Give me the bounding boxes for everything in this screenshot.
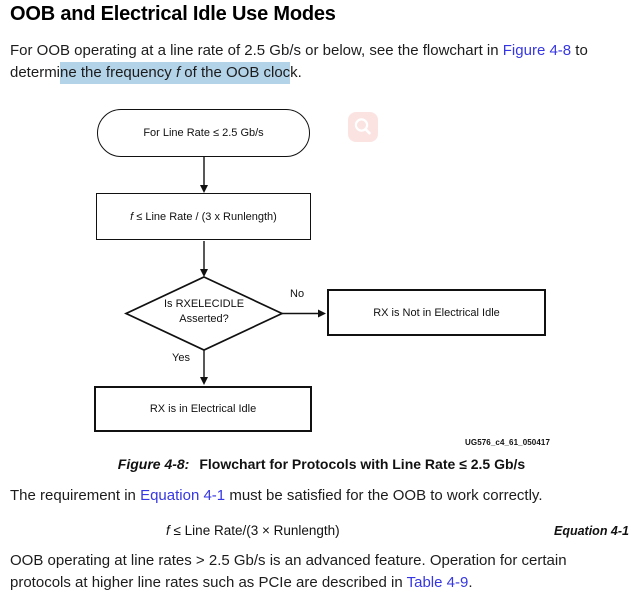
decision-node-label: Is RXELECIDLE Asserted? — [163, 298, 245, 325]
figure-4-8-link[interactable]: Figure 4-8 — [502, 42, 572, 59]
equation-number: Equation 4-1 — [553, 524, 629, 538]
start-node-label: For Line Rate ≤ 2.5 Gb/s — [143, 127, 264, 139]
flowchart-process-node: f ≤ Line Rate / (3 x Runlength) — [96, 193, 311, 240]
intro-text: determi — [10, 64, 61, 81]
page-title: OOB and Electrical Idle Use Modes — [10, 3, 336, 25]
intro-text: For OOB operating at a line rate of 2.5 … — [10, 42, 503, 59]
process-node-label: f ≤ Line Rate / (3 x Runlength) — [130, 210, 277, 223]
figure-caption-number: Figure 4-8: — [117, 456, 190, 472]
no-branch-label: No — [290, 288, 305, 300]
outro-line-2: protocols at higher line rates such as P… — [10, 574, 473, 591]
intro-line-1: For OOB operating at a line rate of 2.5 … — [10, 40, 635, 62]
italic-f: f — [166, 523, 170, 538]
equation-4-1-link[interactable]: Equation 4-1 — [140, 487, 226, 504]
yes-result-label: RX is in Electrical Idle — [149, 403, 257, 415]
flowchart-start-node: For Line Rate ≤ 2.5 Gb/s — [97, 109, 310, 157]
flowchart-yes-result-node: RX is in Electrical Idle — [94, 386, 312, 432]
search-icon — [354, 118, 371, 135]
arrow-right-icon — [318, 309, 326, 318]
requirement-paragraph: The requirement in Equation 4-1 must be … — [10, 487, 543, 504]
flowchart-no-result-node: RX is Not in Electrical Idle — [327, 289, 546, 336]
outro-line-1: OOB operating at line rates > 2.5 Gb/s i… — [10, 552, 567, 569]
intro-text: k. — [290, 64, 302, 81]
arrow-down-icon — [200, 269, 208, 277]
figure-caption-title: Flowchart for Protocols with Line Rate ≤… — [199, 456, 526, 472]
figure-caption: Figure 4-8: Flowchart for Protocols with … — [0, 456, 643, 472]
yes-branch-label: Yes — [172, 352, 190, 364]
equation: f ≤ Line Rate/(3 × Runlength) — [166, 523, 340, 538]
intro-paragraph: For OOB operating at a line rate of 2.5 … — [10, 40, 635, 84]
no-result-label: RX is Not in Electrical Idle — [373, 306, 500, 319]
italic-f: f — [130, 210, 134, 223]
arrow-down-icon — [200, 377, 208, 385]
outro-paragraph: OOB operating at line rates > 2.5 Gb/s i… — [10, 550, 635, 593]
arrow-down-icon — [200, 185, 208, 193]
table-4-9-link[interactable]: Table 4-9 — [406, 574, 469, 591]
selected-text-highlight: ne the frequency f of the OOB cloc — [60, 62, 291, 84]
intro-line-2: determine the frequency f of the OOB clo… — [10, 62, 635, 84]
figure-watermark: UG576_c4_61_050417 — [465, 438, 550, 447]
search-overlay-button[interactable] — [348, 112, 378, 142]
italic-f: f — [175, 64, 181, 81]
intro-text: to — [571, 42, 588, 59]
